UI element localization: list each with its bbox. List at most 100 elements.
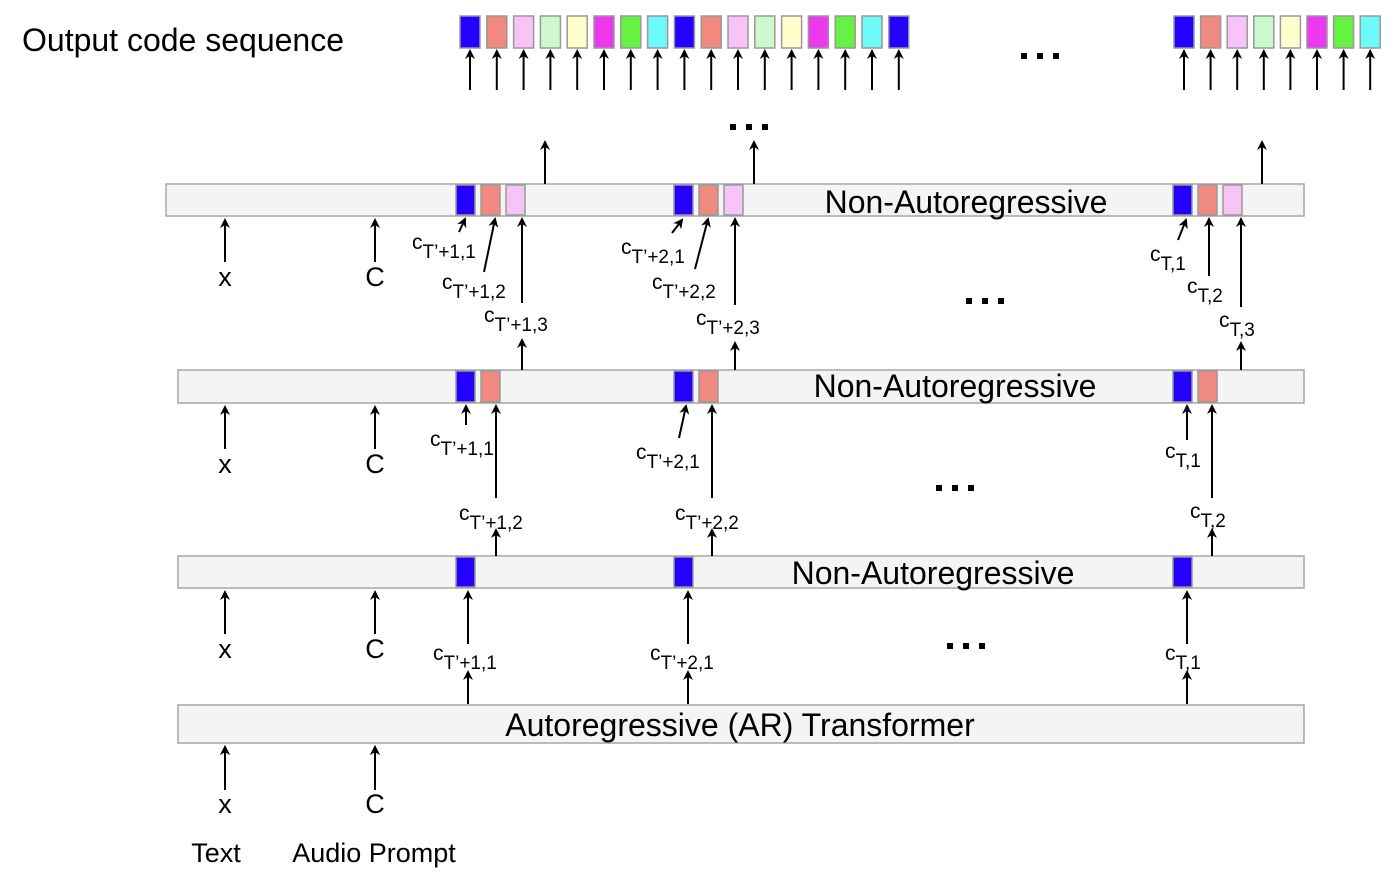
code-label: cT’+1,3: [484, 304, 548, 336]
output-code-token: [754, 15, 776, 49]
code-label: cT’+2,1: [636, 441, 700, 473]
ellipsis-dot: [968, 485, 974, 491]
code-subscript: T’+1,1: [441, 439, 494, 460]
code-subscript: T’+2,2: [686, 513, 739, 534]
code-token: [1222, 184, 1243, 216]
output-code-token: [593, 15, 615, 49]
code-token: [673, 556, 694, 588]
code-token: [455, 184, 476, 216]
code-subscript: T’+2,2: [663, 282, 716, 303]
code-token: [723, 184, 744, 216]
output-code-token: [1359, 15, 1381, 49]
code-subscript: T’+2,3: [707, 318, 760, 339]
output-code-token: [1199, 15, 1222, 49]
code-label: cT,1: [1165, 440, 1201, 472]
code-token: [1197, 184, 1218, 216]
output-code-token: [888, 15, 910, 49]
output-code-token: [1279, 15, 1302, 49]
code-input-arrow: [457, 217, 467, 233]
audio-prompt-c-label: C: [365, 634, 385, 664]
code-label: cT,3: [1219, 309, 1255, 341]
code-subscript: T,2: [1201, 511, 1226, 532]
nar-layer-bar: [177, 369, 1305, 404]
output-code-token: [486, 15, 508, 49]
code-label: cT’+2,1: [650, 642, 714, 674]
output-code-token: [1226, 15, 1248, 49]
ellipsis-icon: [730, 124, 768, 130]
ellipsis-dot: [952, 485, 958, 491]
layer-label: Non-Autoregressive: [814, 368, 1097, 404]
output-code-token: [807, 15, 830, 49]
code-token: [455, 370, 476, 403]
ellipsis-dot: [979, 643, 985, 649]
code-input-arrow: [671, 218, 684, 234]
code-block: [455, 556, 476, 588]
output-code-token: [512, 15, 535, 49]
code-input-arrow: [483, 217, 499, 273]
code-input-arrow: [678, 404, 690, 439]
code-block: [455, 184, 526, 216]
code-input-arrow: [1177, 218, 1188, 241]
text-input-x-label: x: [218, 262, 232, 292]
code-token: [1197, 370, 1218, 403]
audio-prompt-c-label: C: [365, 449, 385, 479]
code-subscript: T,2: [1198, 286, 1223, 307]
code-label: cT’+1,1: [433, 642, 497, 674]
ellipsis-icon: [966, 298, 1004, 304]
layer-nar2: Non-Autoregressive x C: [177, 368, 1305, 479]
audio-prompt-c-label: C: [365, 789, 385, 819]
output-code-token: [646, 15, 669, 49]
code-token: [480, 370, 501, 403]
ellipsis-dot: [963, 643, 969, 649]
code-label: cT,1: [1150, 243, 1186, 275]
layer-label: Non-Autoregressive: [792, 555, 1075, 591]
code-token: [673, 370, 694, 403]
code-input-arrow: [694, 217, 711, 270]
output-code-token: [459, 15, 481, 49]
code-letter: c: [459, 502, 470, 525]
code-label: cT’+2,3: [696, 307, 760, 339]
code-token: [1172, 556, 1193, 588]
code-letter: c: [433, 642, 444, 665]
layer-ar: Autoregressive (AR) Transformer x C: [177, 704, 1305, 819]
code-letter: c: [636, 441, 647, 464]
output-code-token: [780, 15, 803, 49]
output-code-token: [620, 15, 642, 49]
code-letter: c: [1165, 642, 1176, 665]
audio-prompt-label: Audio Prompt: [292, 838, 456, 868]
ellipsis-dot: [936, 485, 942, 491]
output-code-token: [1253, 15, 1275, 49]
code-subscript: T’+2,1: [647, 452, 700, 473]
code-letter: c: [412, 231, 423, 254]
code-token: [698, 184, 719, 216]
output-code-token: [673, 15, 696, 49]
layer-label: Non-Autoregressive: [825, 184, 1108, 220]
ellipsis-dot: [730, 124, 736, 130]
output-code-token: [1332, 15, 1355, 49]
code-token: [673, 184, 694, 216]
code-letter: c: [652, 271, 663, 294]
ellipsis-dot: [966, 298, 972, 304]
ellipsis-icon: [947, 643, 985, 649]
text-input-x-label: x: [218, 449, 232, 479]
layer-label: Autoregressive (AR) Transformer: [505, 707, 975, 743]
ar-transformer-bar: [177, 704, 1305, 744]
code-subscript: T’+1,2: [470, 513, 523, 534]
audio-prompt-c-label: C: [365, 262, 385, 292]
ellipsis-dot: [762, 124, 768, 130]
code-letter: c: [621, 236, 632, 259]
output-code-sequence-title: Output code sequence: [22, 22, 344, 58]
code-label: cT’+2,2: [652, 271, 716, 303]
layer-nar3: Non-Autoregressive x C: [165, 183, 1305, 292]
text-label: Text: [191, 838, 241, 868]
code-subscript: T,3: [1230, 320, 1255, 341]
code-letter: c: [696, 307, 707, 330]
code-token: [1172, 184, 1193, 216]
ellipsis-dot: [998, 298, 1004, 304]
output-code-token: [1173, 15, 1195, 49]
text-input-x-label: x: [218, 789, 232, 819]
code-block: [1172, 370, 1218, 403]
code-token: [698, 370, 719, 403]
code-block: [673, 556, 694, 588]
